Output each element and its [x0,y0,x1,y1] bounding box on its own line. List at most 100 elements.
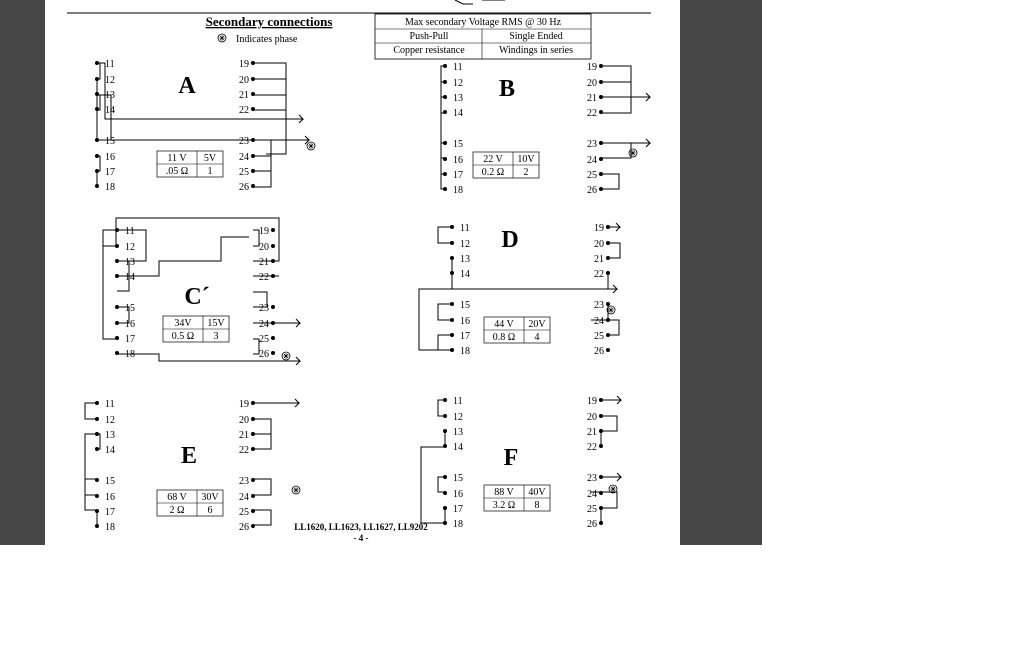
pin-label: 11 [105,59,115,70]
pin-label: 25 [594,331,604,342]
pin-label: 20 [594,239,604,250]
pin-label: 25 [239,507,249,518]
pin-label: 19 [239,399,249,410]
wire [600,395,623,447]
wire [253,398,301,450]
pin-label: 14 [105,445,115,456]
pin-label: 25 [587,170,597,181]
footer-models: LL1620, LL1623, LL1627, LL9202 [294,522,428,532]
legend-header: Max secondary Voltage RMS @ 30 Hz [405,17,562,28]
pin-label: 15 [460,300,470,311]
pin-label: 24 [587,489,597,500]
pin-label: 16 [453,489,463,500]
phase-symbol-icon [281,351,291,361]
page-number: - 4 - [354,533,369,543]
windings-in-series: 3 [214,331,219,342]
diagram-label: F [504,445,519,471]
pin-label: 12 [105,75,115,86]
pin-label: 21 [587,427,597,438]
wire [97,94,311,145]
pin-label: 11 [460,223,470,234]
pin-label: 19 [587,62,597,73]
wire [115,217,280,262]
wire [253,78,286,188]
wire [437,476,446,523]
copper-resistance: 2 Ω [170,505,185,516]
pin-label: 15 [105,136,115,147]
pin-label: 13 [105,430,115,441]
wire [117,229,249,277]
wire [440,82,445,190]
wire [84,402,101,450]
legend-windings-series: Windings in series [499,45,573,56]
pin-label: 25 [239,167,249,178]
pp-voltage: 34V [174,318,192,329]
pin-label: 22 [239,105,249,116]
pin-label: 13 [453,93,463,104]
pp-voltage: 44 V [494,319,514,330]
pin-label: 25 [587,504,597,515]
pp-voltage: 68 V [167,492,187,503]
windings-in-series: 4 [535,332,540,343]
pin-dot [271,244,275,248]
copper-resistance: 0.5 Ω [172,331,194,342]
se-voltage: 15V [207,318,225,329]
pin-label: 11 [105,399,115,410]
pin-label: 16 [105,492,115,503]
copper-resistance: .05 Ω [166,166,188,177]
wire [97,62,305,124]
wire [601,65,652,114]
pin-label: 12 [105,415,115,426]
pin-label: 12 [125,242,135,253]
pin-label: 20 [239,415,249,426]
pin-label: 17 [460,331,470,342]
connection-diagrams-sheet: Secondary connections Indicates phase Ma… [67,0,652,543]
diagram-label: C´ [184,284,209,310]
pin-label: 20 [259,242,269,253]
pin-label: 18 [453,185,463,196]
pin-label: 18 [460,346,470,357]
pin-label: 24 [594,316,604,327]
wire [591,472,623,523]
phase-symbol-icon [606,305,616,315]
windings-in-series: 2 [524,167,529,178]
legend-single-ended: Single Ended [509,31,563,42]
phase-symbol-icon [306,141,316,151]
phase-symbol-icon [217,33,227,43]
pin-label: 18 [105,182,115,193]
pin-label: 21 [259,257,269,268]
pin-label: 14 [125,272,135,283]
pin-dot [271,336,275,340]
wire [440,65,445,114]
windings-in-series: 8 [535,500,540,511]
pin-label: 12 [453,412,463,423]
pin-label: 19 [259,226,269,237]
wire [102,229,130,340]
pin-label: 17 [453,170,463,181]
pin-label: 26 [587,185,597,196]
diagram-label: E [181,443,197,469]
legend-box: Max secondary Voltage RMS @ 30 Hz Push-P… [374,13,592,60]
pp-voltage: 22 V [483,154,503,165]
value-box: 34V 15V 0.5 Ω 3 [162,315,230,343]
pin-label: 24 [587,155,597,166]
wire [253,275,302,328]
pin-label: 26 [259,349,269,360]
wire [607,222,622,289]
pin-label: 26 [239,182,249,193]
diagram-label: D [501,227,518,253]
pin-label: 21 [594,254,604,265]
pin-label: 14 [105,105,115,116]
wire [420,399,446,524]
pin-label: 16 [125,319,135,330]
pin-label: 16 [453,155,463,166]
